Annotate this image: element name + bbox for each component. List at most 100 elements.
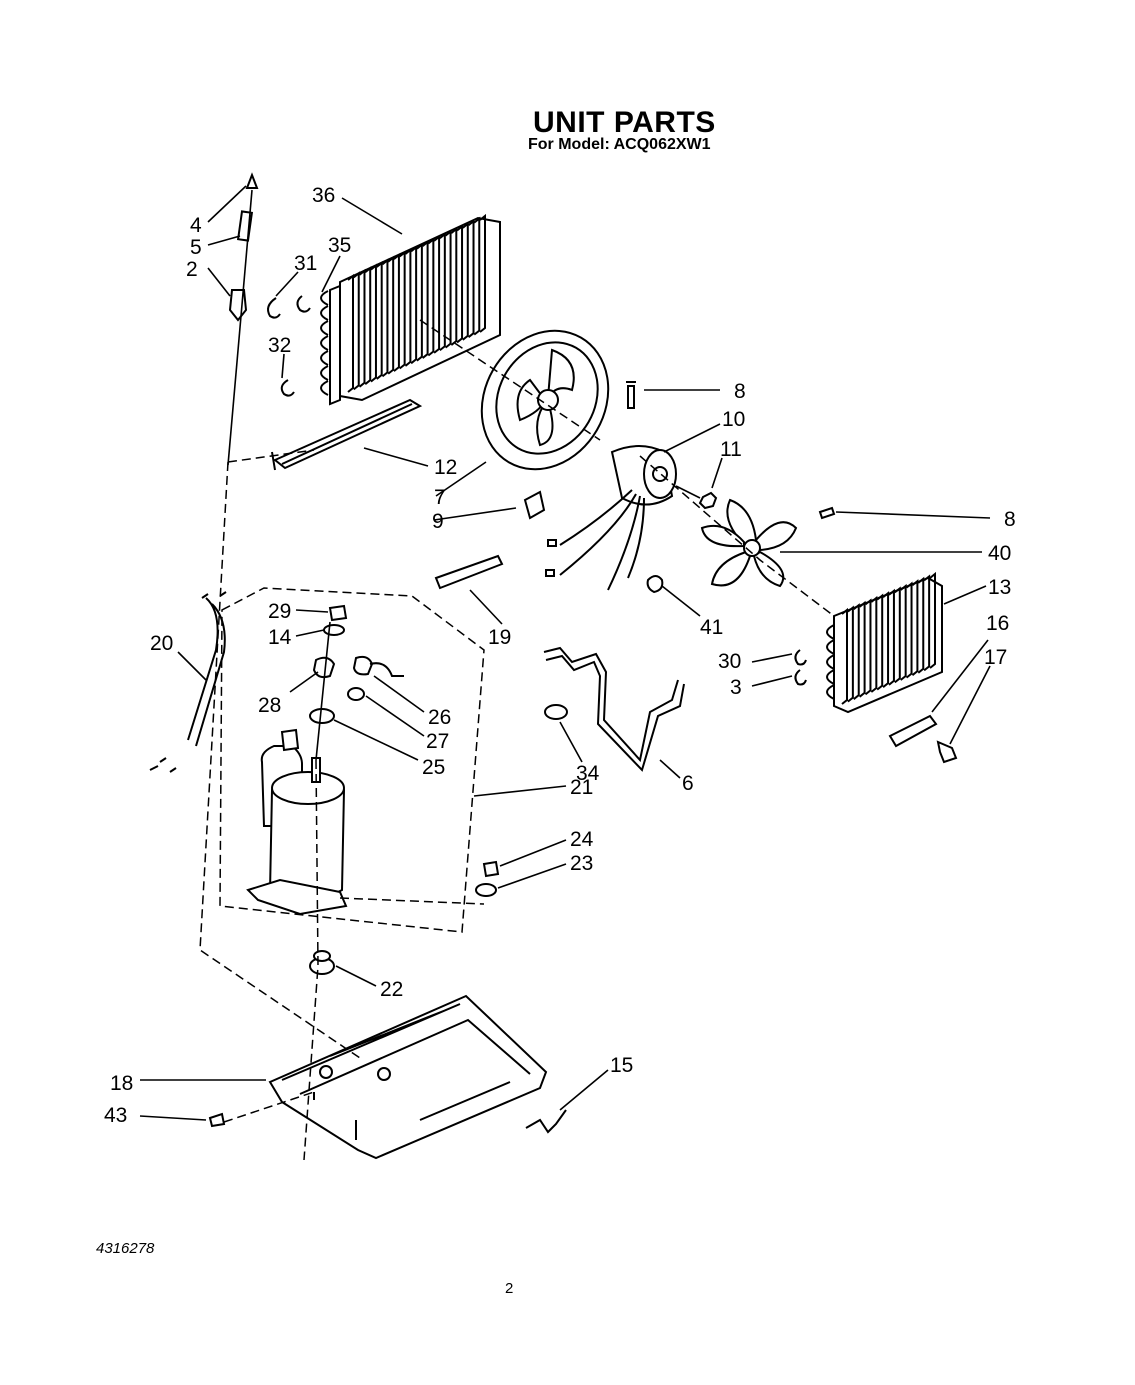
coil-return-bend [320, 380, 329, 396]
coil-fin [870, 595, 878, 693]
callout-label: 19 [488, 626, 511, 649]
coil-fin [404, 247, 412, 367]
coil-return-bend [826, 639, 835, 655]
screw-upper [626, 381, 636, 409]
coil-fin [364, 266, 372, 385]
callout-label: 8 [734, 380, 746, 403]
callout-label: 7 [434, 486, 446, 509]
coil-return-bend [826, 684, 835, 700]
callout-label: 21 [570, 776, 593, 799]
callout-label: 13 [988, 576, 1011, 599]
coil-return-bend [320, 305, 329, 321]
callout-label: 18 [110, 1072, 133, 1095]
callout-label: 25 [422, 756, 445, 779]
callout-labels: 4 5 2 36 35 31 32 12 7 8 10 11 9 8 40 41… [104, 184, 1016, 1127]
sensor-holder [434, 554, 504, 590]
coil-fin [421, 240, 429, 359]
coil-fin [929, 571, 936, 669]
callout-label: 16 [986, 612, 1009, 635]
coil-fin [462, 221, 469, 341]
clip-3 [794, 669, 807, 686]
coil-return-bend [826, 654, 835, 670]
callout-label: 24 [570, 828, 594, 851]
compressor-group-box [219, 587, 485, 933]
nut-24 [482, 860, 500, 878]
fan-motor [545, 445, 701, 591]
clip-30 [794, 649, 807, 666]
refrigerant-tube [543, 646, 679, 763]
coil-fin [387, 255, 395, 375]
callout-label: 15 [610, 1054, 633, 1077]
coil-fin [347, 273, 354, 393]
washer-23 [475, 883, 497, 897]
callout-label: 6 [682, 772, 694, 795]
evaporator-coil [320, 213, 501, 406]
page-title: UNIT PARTS [533, 106, 716, 139]
callout-label: 43 [104, 1104, 127, 1127]
callout-label: 36 [312, 184, 335, 207]
coil-fin [381, 258, 389, 378]
coil-fin [393, 253, 400, 372]
coil-fin [376, 260, 383, 380]
document-number: 4316278 [96, 1240, 155, 1257]
callout-label: 2 [186, 258, 198, 281]
callout-label: 30 [718, 650, 741, 673]
compressor [246, 728, 348, 916]
callout-label: 11 [720, 438, 742, 461]
coil-return-bend [320, 320, 329, 336]
coil-fin [450, 226, 458, 346]
callout-label: 20 [150, 632, 173, 655]
callout-label: 10 [722, 408, 745, 431]
callout-label: 17 [984, 646, 1007, 669]
leader-lines [139, 185, 991, 1121]
compressor-hardware [309, 604, 404, 761]
coil-fin [894, 586, 901, 684]
callout-label: 29 [268, 600, 291, 623]
coil-fin [841, 607, 848, 705]
coil-return-bend [320, 365, 329, 381]
coil-fin [876, 593, 884, 691]
coil-fin [900, 583, 907, 681]
coil-fin [864, 598, 872, 696]
base-screw [208, 1112, 226, 1128]
coil-fin [427, 237, 435, 357]
callout-label: 5 [190, 236, 202, 259]
callout-label: 4 [190, 214, 202, 237]
coil-return-bend [320, 350, 329, 366]
assembly-lines [199, 319, 835, 1161]
coil-fin [416, 242, 423, 362]
callout-label: 9 [432, 510, 444, 533]
callout-label: 34 [576, 762, 600, 785]
coil-fin [444, 229, 452, 349]
spring-clip [646, 575, 664, 594]
callout-label: 12 [434, 456, 457, 479]
coil-fin [911, 579, 919, 676]
coil-fin [905, 581, 913, 679]
coil-fin [439, 232, 446, 352]
coil-fin [358, 268, 366, 388]
coil-fin [858, 600, 866, 698]
page-number: 2 [505, 1280, 514, 1297]
callout-label: 23 [570, 852, 593, 875]
coil-fin [888, 588, 895, 686]
capillary-assembly [227, 172, 259, 466]
callout-label: 28 [258, 694, 281, 717]
condenser-coil [826, 571, 943, 714]
coil-fin [917, 576, 925, 674]
coil-fin [882, 591, 890, 688]
coil-return-bend [320, 335, 329, 351]
coil-fin [456, 224, 464, 344]
screw-lower [818, 506, 836, 520]
rubber-grommet [309, 950, 335, 975]
coil-fin [353, 271, 360, 391]
drip-tray [271, 398, 423, 471]
callout-label: 32 [268, 334, 291, 357]
coil-fin [399, 250, 406, 370]
base-pan [268, 994, 548, 1160]
coil-fin [853, 603, 860, 700]
arrow-marker [936, 740, 958, 764]
callout-label: 27 [426, 730, 449, 753]
coil-fin [410, 245, 418, 365]
callout-label: 31 [294, 252, 317, 275]
